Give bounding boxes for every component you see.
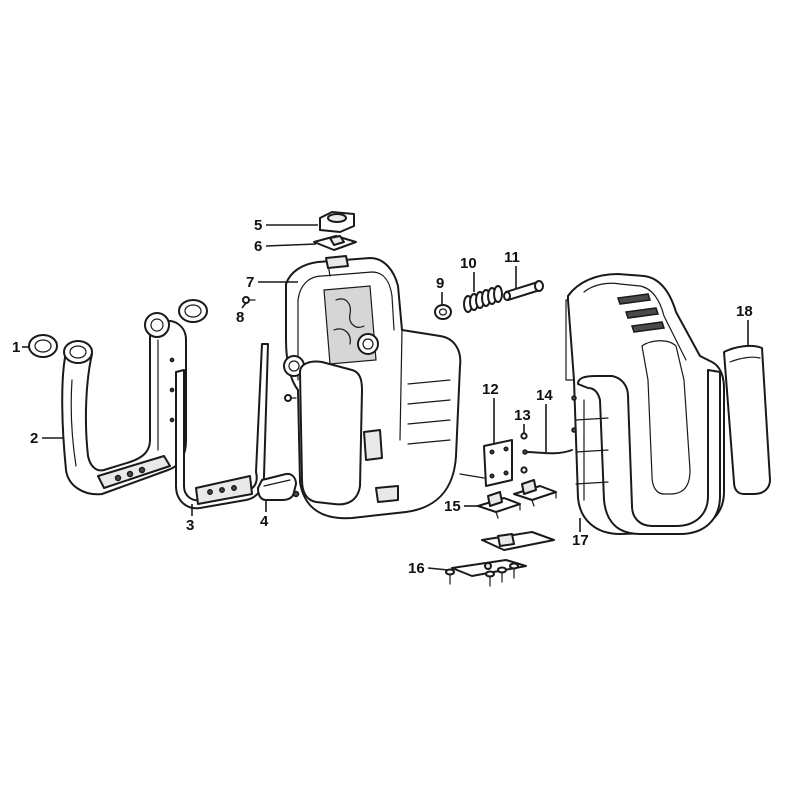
frame-top-grommet [178,299,208,323]
callout-7: 7 [246,274,298,291]
callout-1: 1 [12,339,30,356]
part-3-strap-frame[interactable] [175,343,269,510]
callout-label-18: 18 [736,303,753,320]
part-17-back-cover[interactable] [565,273,725,535]
callout-label-2: 2 [30,430,38,447]
part-5-cap[interactable] [319,211,355,233]
callout-label-1: 1 [12,339,20,356]
callout-label-8: 8 [236,309,244,326]
callout-11: 11 [504,249,520,288]
callout-17: 17 [572,518,589,549]
part-18-back-pad[interactable] [723,344,771,495]
callout-4: 4 [260,500,269,530]
callout-label-7: 7 [246,274,254,291]
screw-a [445,568,455,585]
callout-label-9: 9 [436,275,444,292]
callout-label-16: 16 [408,560,425,577]
callout-5: 5 [254,217,318,234]
callout-18: 18 [736,303,753,346]
screw-d [509,562,519,579]
callout-label-15: 15 [444,498,461,515]
callout-6: 6 [254,238,317,255]
part-2-harness-frame[interactable] [61,312,187,496]
part-7-main-housing[interactable] [283,255,462,520]
part-4-buckle[interactable] [257,472,300,501]
part-10-spring[interactable] [463,285,503,313]
callout-label-14: 14 [536,387,553,404]
part-6-plate[interactable] [313,235,357,251]
part-15-switch-brackets[interactable] [477,479,557,519]
screw-c [497,566,507,583]
callout-2: 2 [30,430,64,447]
part-1-grommet[interactable] [28,334,58,358]
callout-label-3: 3 [186,517,194,534]
part-12-board[interactable] [459,439,513,487]
callout-label-13: 13 [514,407,531,424]
callout-label-17: 17 [572,532,589,549]
callout-16: 16 [408,560,449,577]
part-9-washer[interactable] [434,304,452,320]
callout-label-12: 12 [482,381,499,398]
callout-8: 8 [236,302,247,326]
callout-9: 9 [436,275,444,305]
callout-label-5: 5 [254,217,262,234]
part-11-pin[interactable] [503,280,544,301]
callout-label-11: 11 [504,249,520,266]
part-14-cable[interactable] [522,449,573,455]
callout-3: 3 [186,504,194,534]
screw-b [485,570,495,587]
callout-12: 12 [482,381,499,444]
part-16-plates-screws[interactable] [445,531,555,587]
callout-15: 15 [444,498,480,515]
callout-10: 10 [460,255,477,292]
callout-label-10: 10 [460,255,477,272]
callout-14: 14 [536,387,553,452]
callout-13: 13 [514,407,531,433]
callout-label-4: 4 [260,513,269,530]
callout-label-6: 6 [254,238,262,255]
